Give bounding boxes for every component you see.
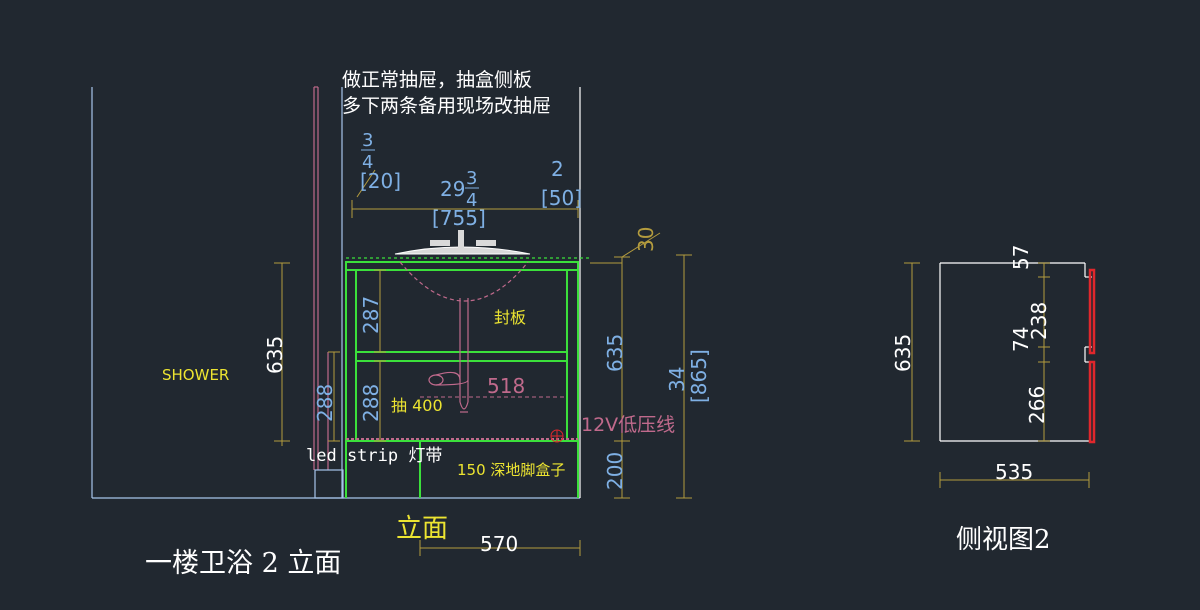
led-strip-label: led strip 灯带 [306,446,442,466]
side-view-outline [939,262,1092,442]
side-view: 635 57 238 74 266 535 侧视图2 [891,245,1096,555]
dim-right-lines [590,232,692,499]
dim-288-inner-label: 288 [359,384,383,422]
12v-wire-marker [550,429,564,443]
side-dim-74-label: 74 [1009,327,1033,352]
drawer-label: 抽 400 [391,396,443,415]
dim-288-left-line [328,351,340,442]
dim-20-label: [20] [360,169,401,193]
dim-29-frac-den: 4 [466,190,477,211]
dim-518-label: 518 [487,374,525,398]
dim-50-label: [50] [541,186,582,210]
drain-pipe [428,298,469,413]
side-dim-238-label: 238 [1027,302,1051,340]
note-line-1: 做正常抽屉，抽盒侧板 [342,69,532,91]
dim-frac-den: 4 [362,152,373,173]
dim-2-label: 2 [551,157,564,181]
dim-frac-num: 3 [362,130,373,151]
view-label: 立面 [396,514,448,544]
top-dimension [351,169,579,218]
dim-29-label: 29 [440,177,465,201]
side-view-title: 侧视图2 [956,525,1051,555]
dim-287-label: 287 [359,296,383,334]
shower-partition [313,86,329,470]
panel-label: 封板 [494,308,526,327]
dim-865-label: [865] [687,349,711,403]
dim-635-right-label: 635 [603,334,627,372]
12v-label: 12V低压线 [581,414,675,436]
elevation-title: 一楼卫浴 2 立面 [145,548,341,579]
dim-288-left-label: 288 [313,384,337,422]
dim-755-label: [755] [432,206,486,230]
dim-inner-lines [374,269,386,442]
floor-box [314,469,344,499]
side-dim-635-label: 635 [891,334,915,372]
side-view-dim-lines [904,262,1090,488]
dim-570-label: 570 [480,532,518,556]
note-line-2: 多下两条备用现场改抽屉 [342,95,551,117]
dim-30-label: 30 [634,227,658,252]
sink-and-faucet [394,230,531,302]
wall-outline [91,87,581,499]
side-view-door-panels [1088,268,1096,444]
dim-635-left-label: 635 [263,336,287,374]
shower-label: SHOWER [162,366,229,384]
dim-200-label: 200 [603,452,627,490]
kick-box-label: 150 深地脚盒子 [457,461,565,479]
side-dim-535-label: 535 [995,460,1033,484]
dim-29-frac-num: 3 [466,168,477,189]
dim-34-label: 34 [665,367,689,392]
dim-570-line [419,540,581,556]
dim-635-left-line [274,262,290,446]
side-dim-266-label: 266 [1025,386,1049,424]
side-dim-57-label: 57 [1009,245,1033,270]
elevation-view: 做正常抽屉，抽盒侧板 多下两条备用现场改抽屉 3 4 [20] 29 3 4 [… [91,69,711,579]
